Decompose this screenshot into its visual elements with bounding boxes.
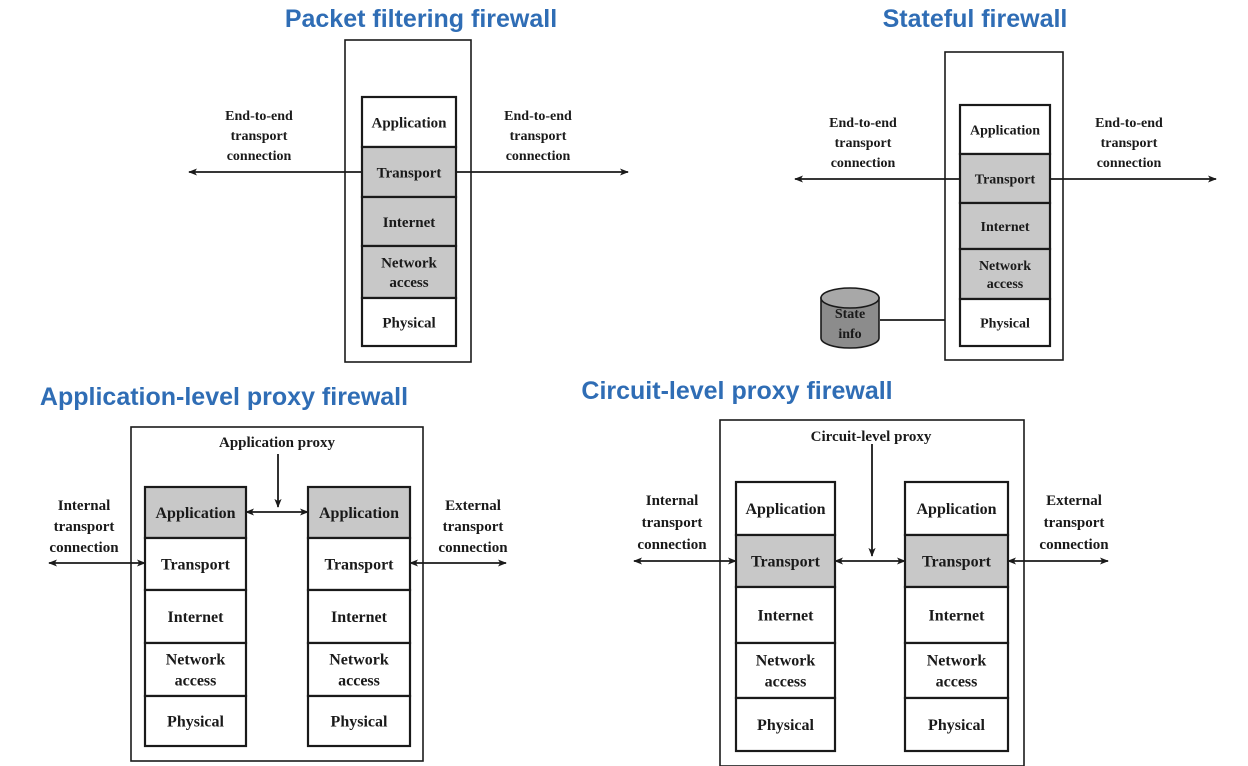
circuit-left-application-layer: [734, 480, 837, 537]
state-info-label-line-1: State: [835, 307, 865, 322]
packet-network-access-label: access: [389, 275, 428, 291]
packet-right-label-line-3: connection: [506, 149, 571, 164]
stateful-network-access-label: Network: [979, 259, 1031, 274]
stateful-application-label: Application: [970, 123, 1040, 138]
circuit-internal-label-line-1: Internal: [646, 493, 699, 509]
circuit-left-physical-layer: [734, 696, 837, 753]
stateful-internet-label: Internet: [981, 220, 1030, 235]
app-left-transport-label: Transport: [161, 557, 231, 574]
circuit-external-label-line-1: External: [1046, 493, 1102, 509]
app-right-network-access-label: Network: [329, 652, 389, 669]
app-left-physical-layer: [143, 694, 248, 748]
stateful-frame: [944, 51, 1064, 361]
app-left-internet-label: Internet: [168, 609, 225, 626]
circuit-right-application-label: Application: [916, 501, 996, 518]
app-right-network-access-layer: [306, 641, 412, 698]
packet-left-label-line-3: connection: [227, 149, 292, 164]
packet-physical-layer: [360, 296, 458, 348]
circuit-internal-label-line-3: connection: [637, 537, 707, 553]
app-right-application-layer: [306, 485, 412, 540]
app-left-transport-layer: [143, 536, 248, 592]
internal-label-line-1: Internal: [58, 498, 111, 514]
stateful-physical-label: Physical: [980, 316, 1030, 331]
packet-internet-label: Internet: [383, 215, 436, 231]
packet-left-label-line-1: End-to-end: [225, 109, 293, 124]
app-right-physical-layer: [306, 694, 412, 748]
stateful-left-label-line-3: connection: [831, 156, 896, 171]
circuit-left-physical-label: Physical: [757, 717, 814, 734]
circuit-left-transport-layer: [734, 533, 837, 589]
circuit-left-network-access-label: access: [765, 674, 807, 691]
circuit-left-application-label: Application: [745, 501, 825, 518]
external-label-line-2: transport: [443, 519, 504, 535]
stateful-right-label-line-1: End-to-end: [1095, 116, 1163, 131]
packet-left-label-line-2: transport: [231, 129, 288, 144]
external-label-line-3: connection: [438, 540, 508, 556]
app-left-internet-layer: [143, 588, 248, 645]
stateful-right-label-line-3: connection: [1097, 156, 1162, 171]
app-right-internet-layer: [306, 588, 412, 645]
stateful-transport-label: Transport: [975, 172, 1036, 187]
stateful-left-label-line-2: transport: [835, 136, 892, 151]
circuit-internal-label-line-2: transport: [642, 515, 703, 531]
circuit-left-internet-label: Internet: [758, 608, 815, 625]
app-left-physical-label: Physical: [167, 714, 224, 731]
app-right-physical-label: Physical: [331, 714, 388, 731]
circuit-right-network-access-label: Network: [927, 653, 987, 670]
app-right-transport-label: Transport: [324, 557, 394, 574]
circuit-right-application-layer: [903, 480, 1010, 537]
internal-label-line-2: transport: [54, 519, 115, 535]
circuit-right-physical-layer: [903, 696, 1010, 753]
circuit-right-physical-label: Physical: [928, 717, 985, 734]
app-right-transport-layer: [306, 536, 412, 592]
internal-label-line-3: connection: [49, 540, 119, 556]
circuit-right-network-access-label: access: [936, 674, 978, 691]
packet-physical-label: Physical: [382, 315, 435, 331]
circuit-proxy-title: Circuit-level proxy firewall: [581, 377, 892, 405]
circuit-left-transport-label: Transport: [751, 554, 821, 571]
packet-right-label-line-1: End-to-end: [504, 109, 572, 124]
circuit-proxy-frame: [719, 419, 1025, 766]
app-right-internet-label: Internet: [331, 609, 388, 626]
app-left-network-access-label: Network: [166, 652, 226, 669]
stateful-right-label-line-2: transport: [1101, 136, 1158, 151]
state-info-database-icon: [820, 287, 880, 349]
app-left-network-access-label: access: [175, 673, 217, 690]
stateful-network-access-layer: [958, 247, 1052, 301]
external-label-line-1: External: [445, 498, 501, 514]
stateful-title: Stateful firewall: [883, 5, 1068, 33]
packet-network-access-label: Network: [381, 256, 437, 272]
circuit-right-transport-label: Transport: [922, 554, 992, 571]
stateful-physical-layer: [958, 297, 1052, 348]
circuit-left-network-access-label: Network: [756, 653, 816, 670]
app-left-application-label: Application: [155, 505, 235, 522]
state-info-label-line-2: info: [838, 327, 861, 342]
packet-right-label-line-2: transport: [510, 129, 567, 144]
packet-filtering-title: Packet filtering firewall: [285, 5, 557, 33]
circuit-external-label-line-2: transport: [1044, 515, 1105, 531]
application-proxy-label: Application proxy: [219, 435, 335, 451]
app-right-application-label: Application: [319, 505, 399, 522]
circuit-right-network-access-layer: [903, 641, 1010, 700]
stateful-network-access-label: access: [987, 277, 1024, 292]
packet-transport-layer: [360, 145, 458, 199]
app-right-network-access-label: access: [338, 673, 380, 690]
circuit-right-internet-layer: [903, 585, 1010, 645]
circuit-proxy-label: Circuit-level proxy: [811, 429, 932, 445]
circuit-external-label-line-3: connection: [1039, 537, 1109, 553]
application-proxy-frame: [130, 426, 424, 762]
packet-application-label: Application: [371, 115, 447, 131]
packet-filtering-frame: [344, 39, 472, 363]
stateful-left-label-line-1: End-to-end: [829, 116, 897, 131]
application-proxy-title: Application-level proxy firewall: [40, 383, 408, 411]
packet-application-layer: [360, 95, 458, 149]
circuit-right-internet-label: Internet: [929, 608, 986, 625]
circuit-left-network-access-layer: [734, 641, 837, 700]
packet-transport-label: Transport: [377, 165, 442, 181]
